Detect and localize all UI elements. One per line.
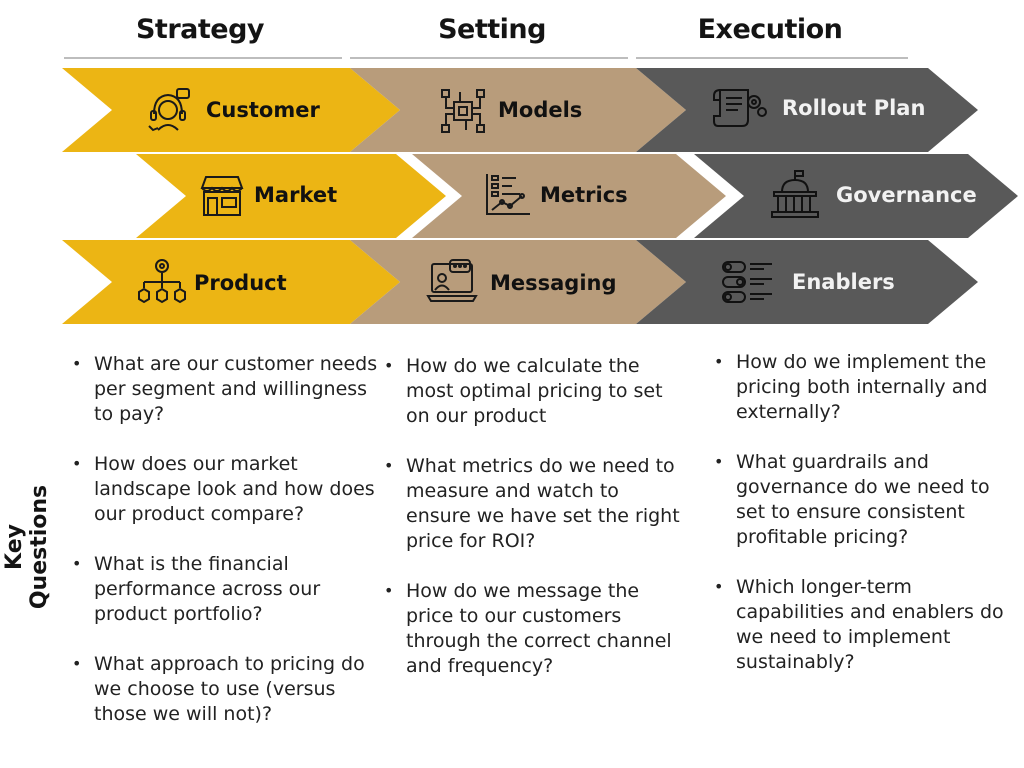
customer-service-icon xyxy=(148,88,190,132)
chevron-customer xyxy=(62,68,400,152)
label-messaging: Messaging xyxy=(490,271,617,295)
phase-title-execution: Execution xyxy=(697,14,843,45)
phase-title-setting: Setting xyxy=(438,14,546,45)
label-customer: Customer xyxy=(206,98,320,122)
chevron-messaging xyxy=(350,240,686,324)
label-market: Market xyxy=(254,183,338,207)
question-item: What are our customer needs per segment … xyxy=(68,351,378,427)
key-questions-label: Key Questions xyxy=(2,484,52,610)
analytics-chart-icon xyxy=(486,174,530,215)
question-item: How do we implement the pricing both int… xyxy=(710,349,1010,425)
questions-strategy: What are our customer needs per segment … xyxy=(68,351,378,752)
toggle-list-icon xyxy=(722,261,772,303)
circuit-chip-icon xyxy=(441,89,485,133)
header-underline-strategy xyxy=(64,57,342,59)
chevron-enablers xyxy=(636,240,978,324)
question-item: What approach to pricing do we choose to… xyxy=(68,651,378,727)
question-item: What metrics do we need to measure and w… xyxy=(380,453,685,554)
label-product: Product xyxy=(194,271,287,295)
label-metrics: Metrics xyxy=(540,183,628,207)
label-models: Models xyxy=(498,98,583,122)
question-item: What guardrails and governance do we nee… xyxy=(710,449,1010,550)
product-hierarchy-icon xyxy=(138,259,186,304)
storefront-icon xyxy=(200,176,244,216)
government-building-icon xyxy=(771,170,819,218)
label-governance: Governance xyxy=(836,183,977,207)
question-item: How do we calculate the most optimal pri… xyxy=(380,353,685,429)
label-enablers: Enablers xyxy=(792,270,895,294)
question-item: How do we message the price to our custo… xyxy=(380,578,685,679)
header-underline-setting xyxy=(350,57,628,59)
question-item: What is the financial performance across… xyxy=(68,551,378,627)
chevron-market xyxy=(136,154,446,238)
question-item: Which longer-term capabilities and enabl… xyxy=(710,574,1010,675)
questions-setting: How do we calculate the most optimal pri… xyxy=(380,353,685,704)
paper-scroll-gears-icon xyxy=(713,89,767,127)
chevron-metrics xyxy=(412,154,726,238)
header-underline-execution xyxy=(636,57,908,59)
chevron-product xyxy=(62,240,400,324)
chevron-models xyxy=(350,68,686,152)
questions-execution: How do we implement the pricing both int… xyxy=(710,349,1010,700)
label-rollout-plan: Rollout Plan xyxy=(782,96,926,120)
phase-title-strategy: Strategy xyxy=(135,14,265,45)
laptop-chat-icon xyxy=(426,259,478,302)
question-item: How does our market landscape look and h… xyxy=(68,451,378,527)
